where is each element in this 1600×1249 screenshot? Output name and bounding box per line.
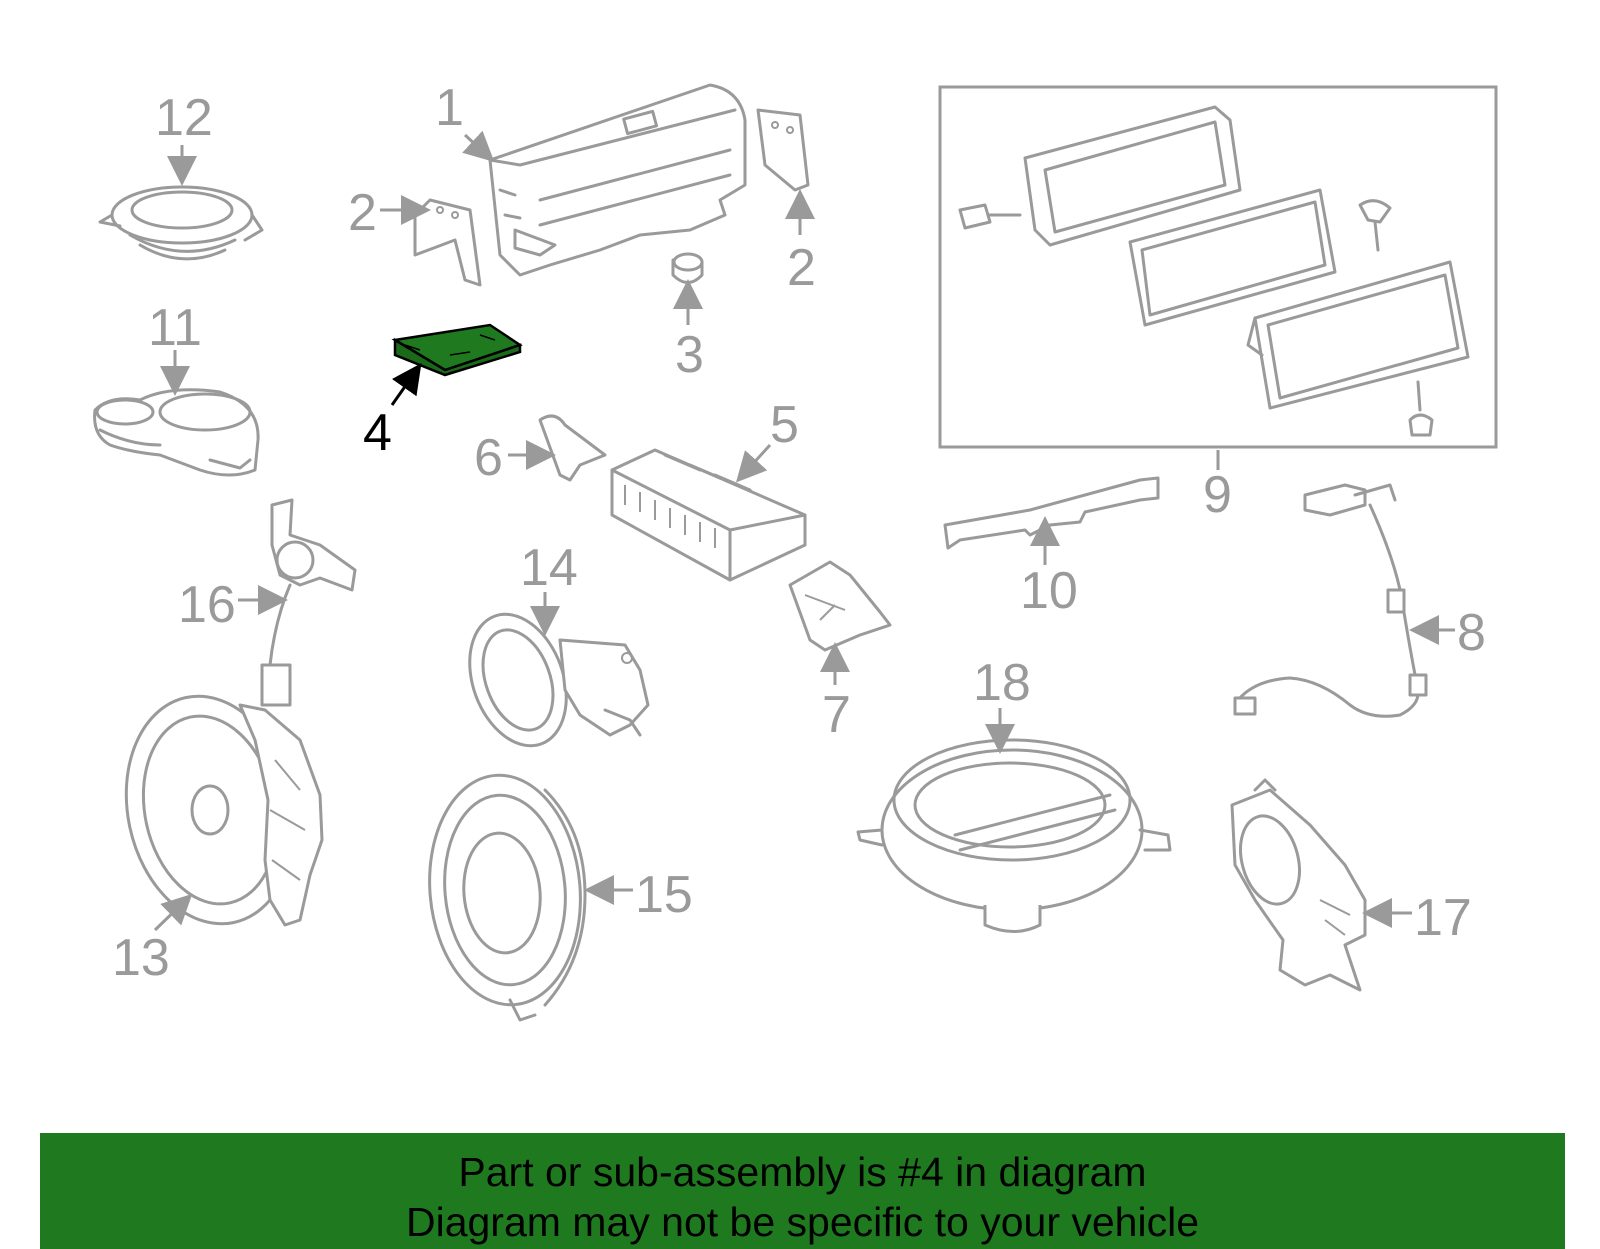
- part-3-knob[interactable]: 3: [671, 252, 704, 384]
- callout-15: 15: [635, 866, 693, 924]
- part-2-bracket-left[interactable]: 2: [348, 184, 482, 287]
- callout-1: 1: [435, 79, 464, 137]
- callout-2a: 2: [348, 184, 377, 242]
- callout-8: 8: [1457, 604, 1486, 662]
- callout-16: 16: [178, 576, 236, 634]
- callout-14: 14: [520, 539, 578, 597]
- part-11-bezel[interactable]: 11: [93, 299, 260, 477]
- part-7-amp-bracket[interactable]: 7: [788, 560, 892, 744]
- callout-6: 6: [474, 429, 503, 487]
- part-2-bracket-right[interactable]: 2: [756, 108, 816, 297]
- part-6-bracket[interactable]: 6: [474, 414, 607, 487]
- callout-2b: 2: [787, 239, 816, 297]
- part-1-radio-unit[interactable]: 1: [435, 79, 747, 277]
- part-13-large-speaker[interactable]: 13: [106, 680, 324, 987]
- part-10-bracket[interactable]: 10: [943, 476, 1160, 620]
- parts-diagram: 12 11 1 2 2 3: [93, 79, 1498, 1022]
- callout-11: 11: [148, 299, 202, 357]
- part-18-subwoofer[interactable]: 18: [856, 654, 1172, 933]
- callout-7: 7: [822, 686, 851, 744]
- part-8-wiring-harness[interactable]: 8: [1233, 483, 1486, 718]
- callout-13: 13: [112, 929, 170, 987]
- callout-18: 18: [973, 654, 1031, 712]
- callout-17: 17: [1414, 889, 1472, 947]
- part-9-display-assembly[interactable]: 9: [938, 85, 1498, 524]
- callout-9: 9: [1203, 466, 1232, 524]
- part-5-amplifier[interactable]: 5: [610, 396, 807, 582]
- part-4-module-highlighted[interactable]: 4: [363, 323, 523, 462]
- callout-10: 10: [1020, 562, 1078, 620]
- callout-12: 12: [155, 89, 213, 147]
- callout-3: 3: [675, 326, 704, 384]
- callout-5: 5: [770, 396, 799, 454]
- part-12-tweeter[interactable]: 12: [98, 89, 264, 261]
- callout-4: 4: [363, 404, 392, 462]
- banner-line-2: Diagram may not be specific to your vehi…: [405, 1199, 1199, 1245]
- part-14-speaker[interactable]: 14: [452, 539, 650, 759]
- part-15-round-speaker[interactable]: 15: [420, 769, 693, 1022]
- info-banner: Part or sub-assembly is #4 in diagram Di…: [40, 1133, 1565, 1249]
- banner-line-1: Part or sub-assembly is #4 in diagram: [458, 1149, 1147, 1195]
- part-16-tweeter-wire[interactable]: 16: [178, 498, 357, 707]
- part-17-speaker-bracket[interactable]: 17: [1230, 778, 1472, 992]
